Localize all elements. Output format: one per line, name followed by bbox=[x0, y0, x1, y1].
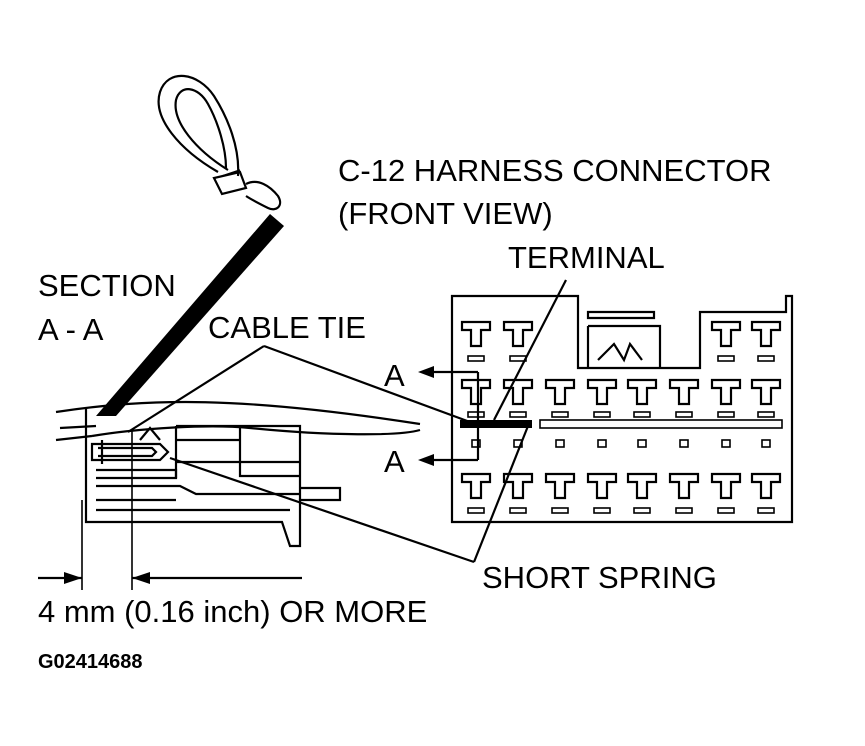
cavity-slot bbox=[675, 507, 693, 514]
cavity-slot bbox=[675, 411, 693, 418]
cavity-slot bbox=[757, 355, 775, 362]
cavity-latch bbox=[471, 439, 481, 448]
cavity-latch bbox=[679, 439, 689, 448]
terminal-cavity bbox=[710, 472, 742, 500]
cavity-slot bbox=[509, 355, 527, 362]
terminal-cavity bbox=[750, 320, 782, 348]
cavity-slot bbox=[593, 507, 611, 514]
section-marker-a-upper: A bbox=[384, 358, 405, 393]
dimension-marker bbox=[38, 430, 302, 590]
figure-id: G02414688 bbox=[38, 651, 143, 673]
section-marker-a-lower: A bbox=[384, 444, 405, 479]
cavity-slot bbox=[757, 507, 775, 514]
cavity-slot bbox=[717, 411, 735, 418]
cable-tie-label: CABLE TIE bbox=[208, 310, 366, 345]
terminal-cavity bbox=[750, 378, 782, 406]
dimension-label: 4 mm (0.16 inch) OR MORE bbox=[38, 594, 428, 629]
terminal-cavity bbox=[460, 472, 492, 500]
cavity-latch bbox=[597, 439, 607, 448]
leader-lines bbox=[127, 279, 567, 564]
cavity-slot bbox=[551, 411, 569, 418]
cavity-slot bbox=[467, 355, 485, 362]
cable-tie-illustration bbox=[157, 74, 282, 211]
terminal-cavity bbox=[544, 472, 576, 500]
terminal-cavity bbox=[586, 472, 618, 500]
section-view bbox=[55, 400, 421, 548]
cavity-slot bbox=[717, 507, 735, 514]
cavity-latch bbox=[555, 439, 565, 448]
terminal-cavity bbox=[586, 378, 618, 406]
cavity-slot bbox=[509, 507, 527, 514]
cavity-slot bbox=[467, 411, 485, 418]
terminal-cavity bbox=[544, 378, 576, 406]
terminal-label: TERMINAL bbox=[508, 240, 665, 275]
terminal-cavity bbox=[668, 472, 700, 500]
terminal-cavity bbox=[626, 378, 658, 406]
terminal-cavity bbox=[502, 320, 534, 348]
terminal-cavity bbox=[502, 472, 534, 500]
short-spring-label: SHORT SPRING bbox=[482, 560, 717, 595]
terminal-cavity bbox=[668, 378, 700, 406]
cavity-latch bbox=[761, 439, 771, 448]
terminal-cavities bbox=[460, 320, 782, 514]
terminal-cavity bbox=[710, 378, 742, 406]
front-view-connector bbox=[418, 294, 794, 524]
cable-tie-pointer bbox=[96, 214, 284, 416]
cavity-slot bbox=[633, 507, 651, 514]
connector-title-line2: (FRONT VIEW) bbox=[338, 196, 553, 231]
cavity-slot bbox=[467, 507, 485, 514]
cavity-slot bbox=[757, 411, 775, 418]
terminal-cavity bbox=[710, 320, 742, 348]
section-label-line1: SECTION bbox=[38, 268, 176, 303]
cavity-latch bbox=[721, 439, 731, 448]
section-label-line2: A - A bbox=[38, 312, 104, 347]
cavity-slot bbox=[593, 411, 611, 418]
cavity-latch bbox=[637, 439, 647, 448]
cavity-slot bbox=[633, 411, 651, 418]
cavity-slot bbox=[717, 355, 735, 362]
cavity-slot bbox=[551, 507, 569, 514]
terminal-cavity bbox=[626, 472, 658, 500]
terminal-cavity bbox=[750, 472, 782, 500]
terminal-cavity bbox=[502, 378, 534, 406]
terminal-cavity bbox=[460, 320, 492, 348]
terminal-cavity bbox=[460, 378, 492, 406]
connector-title-line1: C-12 HARNESS CONNECTOR bbox=[338, 153, 772, 188]
cavity-latch bbox=[513, 439, 523, 448]
cavity-slot bbox=[509, 411, 527, 418]
